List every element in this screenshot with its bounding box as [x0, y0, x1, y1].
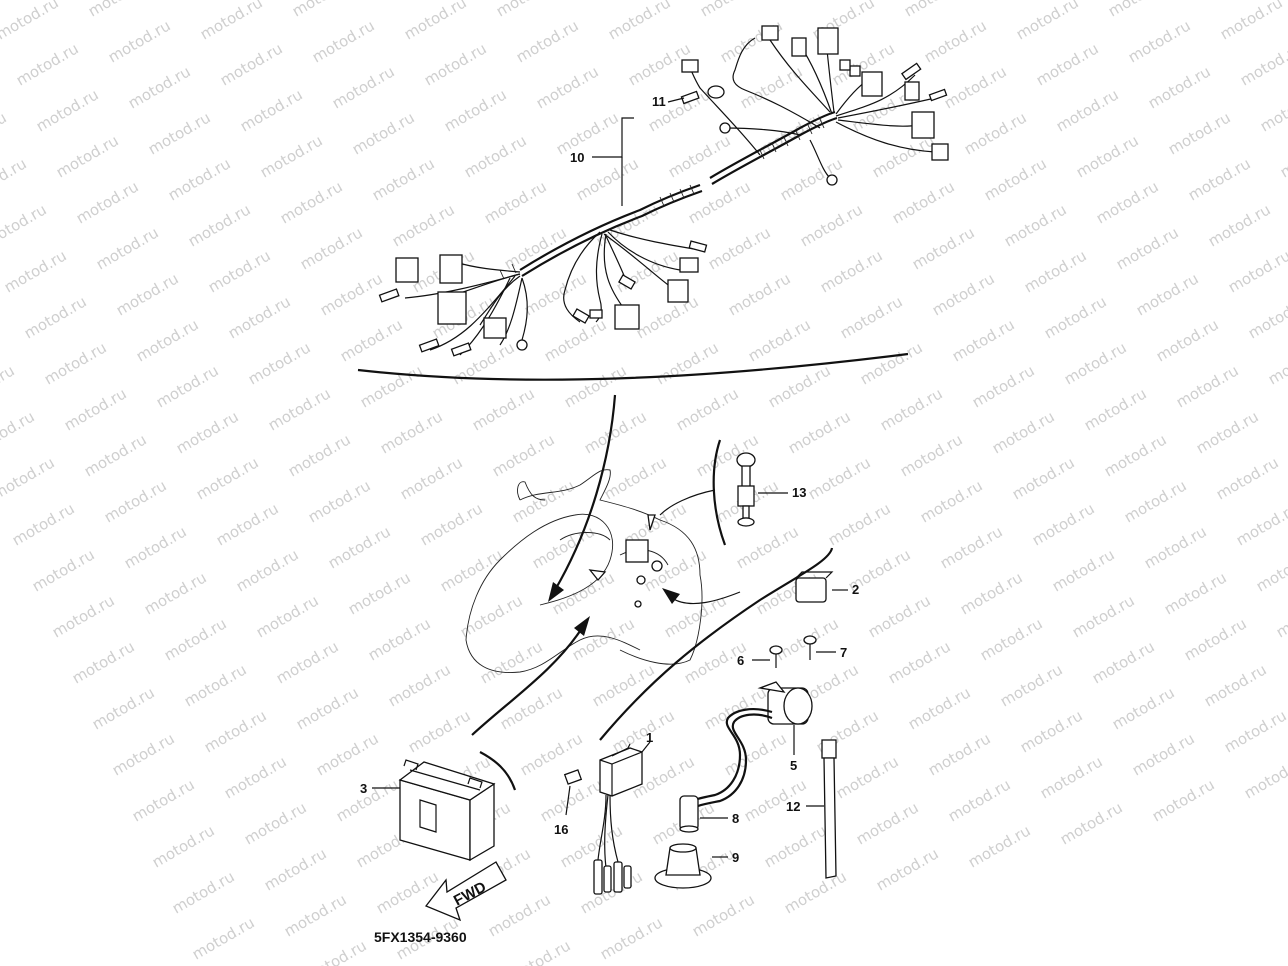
parts-6-7-screws [752, 635, 836, 668]
part-1-cdi [593, 741, 651, 895]
part-16-bolt [563, 769, 583, 816]
callout-9: 9 [732, 850, 739, 865]
location-arrows [471, 394, 834, 741]
callout-8: 8 [732, 811, 739, 826]
callout-7: 7 [840, 645, 847, 660]
wire-harness [378, 25, 949, 357]
part-2-relay [795, 571, 848, 603]
callout-11: 11 [652, 94, 666, 109]
callout-13: 13 [792, 485, 806, 500]
callout-12: 12 [786, 799, 800, 814]
part-9-plug-boot [654, 843, 728, 889]
part-13-switch [736, 452, 788, 527]
callout-1: 1 [646, 730, 653, 745]
fwd-label: FWD [451, 878, 489, 909]
callout-2: 2 [852, 582, 859, 597]
diagram-code: 5FX1354-9360 [374, 929, 467, 945]
part-12-cable-tie [806, 739, 837, 879]
part-8-plug-cap [679, 795, 728, 833]
fwd-arrow [424, 861, 507, 922]
callout-3: 3 [360, 781, 367, 796]
callout-5: 5 [790, 758, 797, 773]
motorcycle-silhouette [465, 469, 703, 673]
part-3-battery [372, 751, 517, 862]
callout-6: 6 [737, 653, 744, 668]
callout-10: 10 [570, 150, 584, 165]
callout-16: 16 [554, 822, 568, 837]
part-5-coil [693, 681, 813, 808]
section-divider [357, 352, 909, 381]
